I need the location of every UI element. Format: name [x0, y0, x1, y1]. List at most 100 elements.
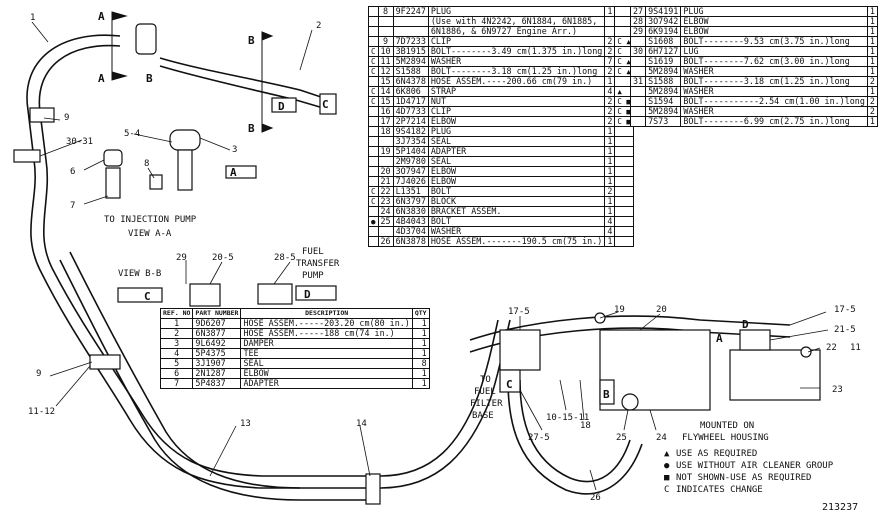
ref-no: 15	[377, 76, 394, 87]
callout-29: 29	[176, 253, 187, 263]
description: HOSE ASSEM.-------190.5 cm(75 in.)	[427, 236, 606, 247]
legend-text-3: INDICATES CHANGE	[676, 485, 763, 495]
row-flag	[368, 166, 379, 177]
description: DAMPER	[240, 338, 413, 349]
hose-26-outer	[519, 379, 631, 483]
qty: 1	[604, 76, 616, 87]
qty: 1	[866, 26, 878, 37]
row-flag: C	[368, 56, 379, 67]
ref-no: 7	[159, 378, 194, 389]
header-qty: QTY	[411, 308, 430, 319]
callout-30-31: 30-31	[66, 137, 93, 147]
qty: 1	[604, 196, 616, 207]
part-number: S1594	[645, 96, 682, 107]
qty: 1	[866, 16, 878, 27]
description: LUG	[680, 46, 868, 57]
qty: 1	[604, 236, 616, 247]
callout-21-5: 21-5	[834, 325, 856, 335]
callout-11: 11	[850, 343, 861, 353]
part-number: 6K9194	[645, 26, 682, 37]
ref-no	[629, 36, 647, 47]
callout-9-top: 9	[64, 113, 69, 123]
qty: 1	[604, 206, 616, 217]
qty: 1	[411, 338, 430, 349]
ref-no: 30	[629, 46, 647, 57]
ref-no: 12	[377, 66, 394, 77]
elbow-21	[739, 329, 771, 351]
row-flag: C	[368, 196, 379, 207]
section-letter-b-top: B	[248, 34, 255, 47]
ref-no: 5	[159, 358, 194, 369]
change-flag	[614, 236, 634, 247]
description: CLIP	[427, 36, 606, 47]
label-base: BASE	[472, 411, 494, 421]
row-flag: C	[368, 66, 379, 77]
callout-3: 3	[232, 145, 237, 155]
hose-1-outer	[26, 34, 511, 489]
qty: 1	[411, 378, 430, 389]
part-number: 3O7942	[645, 16, 682, 27]
part-number: 4D7733	[392, 106, 429, 117]
callout-10-15-11: 10-15-11	[546, 413, 589, 423]
header-description: DESCRIPTION	[240, 308, 413, 319]
part-number: L1351	[392, 186, 429, 197]
row-flag: ●	[368, 216, 379, 227]
ref-no: 17	[377, 116, 394, 127]
row-flag	[368, 36, 379, 47]
row-flag	[368, 176, 379, 187]
ref-no	[377, 16, 394, 27]
callout-13: 13	[240, 419, 251, 429]
qty: 2	[866, 76, 878, 87]
description: SEAL	[240, 358, 413, 369]
qty: 4	[604, 216, 616, 227]
description: WASHER	[680, 106, 868, 117]
part-number: 5M2894	[645, 66, 682, 77]
description: BRACKET ASSEM.	[427, 206, 606, 217]
row-flag	[368, 236, 379, 247]
section-letter-b-bottom: B	[248, 122, 255, 135]
label-view-a-a: VIEW A-A	[128, 229, 172, 239]
view-b-fuel-pump-fitting	[257, 283, 293, 305]
label-mounted-on: MOUNTED ON	[700, 421, 754, 431]
ref-no	[629, 56, 647, 67]
label-to: TO	[480, 375, 491, 385]
change-flag	[614, 166, 634, 177]
change-flag	[614, 216, 634, 227]
legend-sym-1: ●	[664, 461, 670, 471]
label-pump: PUMP	[302, 271, 324, 281]
row-flag	[368, 106, 379, 117]
legend-text-2: NOT SHOWN-USE AS REQUIRED	[676, 473, 811, 483]
letter-c-hose-2: C	[322, 98, 329, 111]
description: BOLT-----------2.54 cm(1.00 in.)long	[680, 96, 868, 107]
callout-19: 19	[614, 305, 625, 315]
clamp-11-12	[89, 354, 121, 370]
part-number: 3J7354	[392, 136, 429, 147]
letter-c-filter: C	[506, 378, 513, 391]
letter-d-view-b: D	[304, 288, 311, 301]
description: ADAPTER	[427, 146, 606, 157]
part-number: 9S4182	[392, 126, 429, 137]
elbow-6	[103, 149, 123, 167]
hose-26-inner	[507, 379, 643, 495]
view-b-hose-d	[295, 285, 337, 301]
part-number: S1619	[645, 56, 682, 67]
change-flag	[614, 176, 634, 187]
qty: 1	[866, 116, 878, 127]
description: BOLT--------6.99 cm(2.75 in.)long	[680, 116, 868, 127]
callout-27-5: 27-5	[528, 433, 550, 443]
part-number: 3O7947	[392, 166, 429, 177]
qty: 7	[604, 56, 616, 67]
tee-fitting	[177, 149, 193, 191]
section-letter-a-bottom: A	[98, 72, 105, 85]
description: ELBOW	[240, 368, 413, 379]
